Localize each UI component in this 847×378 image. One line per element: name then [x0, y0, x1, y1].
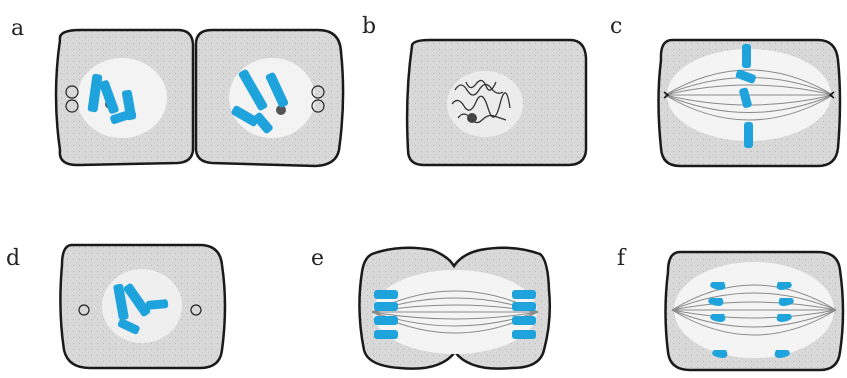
chromatin-region	[447, 71, 523, 137]
nucleolus-b	[467, 113, 477, 123]
panel-b-cell	[407, 40, 586, 165]
panel-f-cell	[666, 252, 844, 370]
panel-d-cell	[60, 245, 225, 368]
panel-a-cells	[56, 30, 343, 166]
panel-c-cell	[659, 40, 841, 166]
panel-e-cell	[359, 248, 549, 369]
